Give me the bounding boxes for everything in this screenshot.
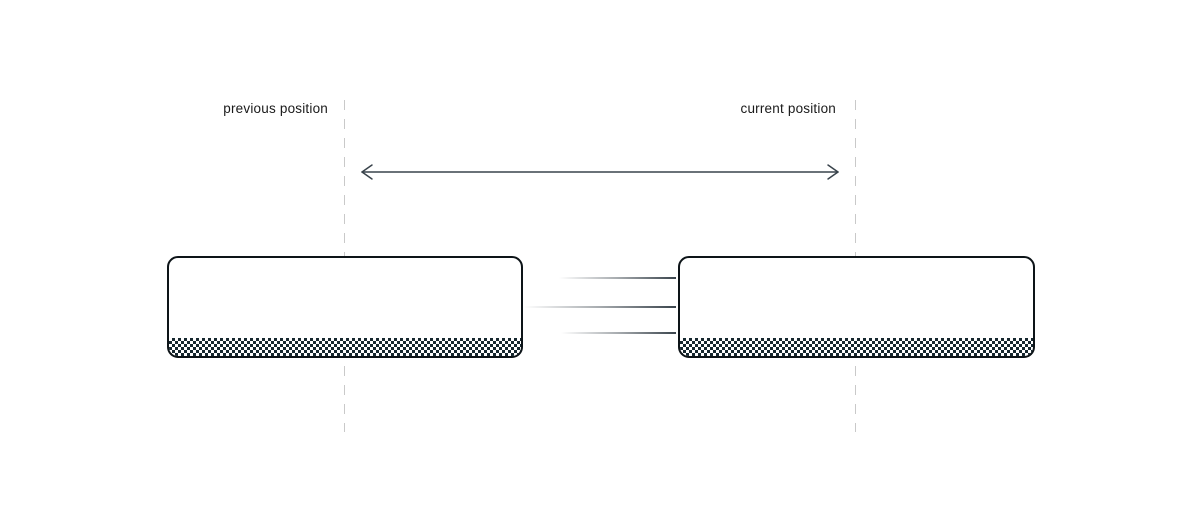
motion-line-middle-icon	[524, 306, 676, 308]
previous-position-box	[167, 256, 523, 358]
previous-box-checker-strip	[169, 338, 521, 356]
motion-line-bottom-icon	[561, 332, 676, 334]
motion-line-top-icon	[559, 277, 676, 279]
current-position-label: current position	[740, 101, 836, 116]
previous-position-label: previous position	[223, 101, 328, 116]
current-position-box	[678, 256, 1035, 358]
current-box-checker-strip	[680, 338, 1033, 356]
distance-arrow-icon	[361, 164, 839, 180]
